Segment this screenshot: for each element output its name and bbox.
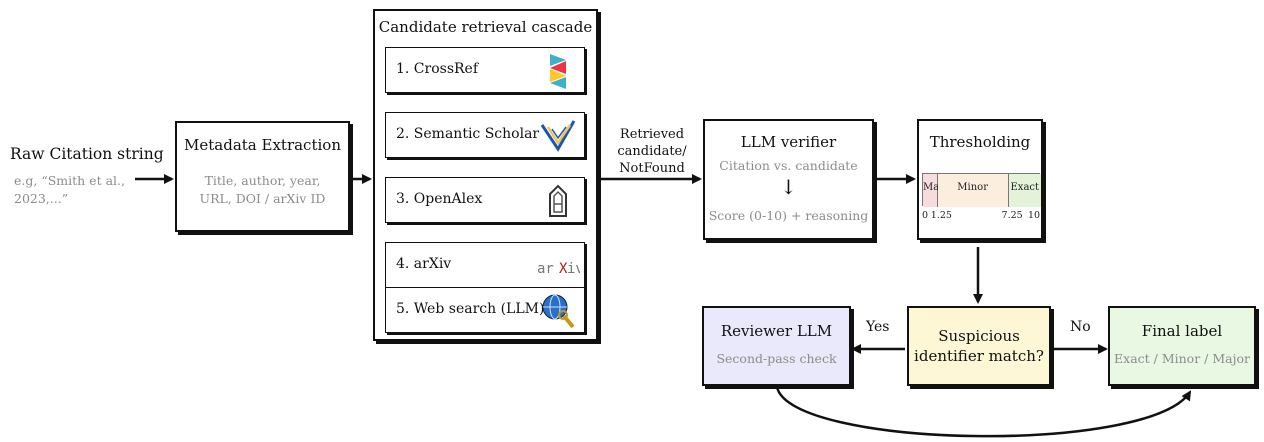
- edge-label-no: No: [1070, 319, 1091, 335]
- llm-verifier-title: LLM verifier: [740, 133, 837, 151]
- arxiv-icon: ar X iv: [537, 261, 580, 277]
- cascade-item-arxiv: 4. arXiv ar X iv: [385, 242, 585, 288]
- llm-verifier-score: Score (0-10) + reasoning: [708, 208, 869, 223]
- crossref-icon: [550, 54, 566, 89]
- threshold-tick-label: 10: [1028, 210, 1041, 221]
- raw-citation-example: e.g, “Smith et al., 2023,...”: [14, 173, 125, 206]
- threshold-segment-exact: Exact: [1008, 174, 1041, 207]
- reviewer-llm-box: Reviewer LLM Second-pass check: [702, 306, 851, 386]
- edge-label-yes: Yes: [866, 319, 890, 335]
- cascade-item-semantic-scholar: 2. Semantic Scholar: [385, 112, 585, 158]
- threshold-scale: MajorMinorExact 01.25 7.25 10: [922, 173, 1041, 233]
- retrieval-cascade-box: Candidate retrieval cascade 1. CrossRef …: [373, 9, 598, 341]
- down-arrow-icon: ↓: [780, 175, 797, 199]
- svg-text:ar: ar: [537, 261, 554, 277]
- cascade-item-label: 1. CrossRef: [396, 61, 479, 77]
- llm-verifier-box: LLM verifier Citation vs. candidate ↓ Sc…: [703, 119, 874, 240]
- reviewer-llm-title: Reviewer LLM: [720, 322, 833, 340]
- reviewer-llm-detail: Second-pass check: [716, 351, 837, 366]
- cascade-item-openalex: 3. OpenAlex: [385, 177, 585, 223]
- threshold-tick-label: 7.25: [1001, 210, 1023, 221]
- thresholding-title: Thresholding: [929, 133, 1031, 151]
- cascade-item-label: 3. OpenAlex: [396, 191, 483, 207]
- retrieval-cascade-title: Candidate retrieval cascade: [378, 18, 593, 36]
- suspicious-match-box: Suspicious identifier match?: [907, 306, 1051, 386]
- threshold-segment-major: Major: [923, 174, 953, 207]
- arrow-reviewer-to-final: [775, 386, 1192, 438]
- metadata-extraction-box: Metadata Extraction Title, author, year,…: [175, 121, 350, 232]
- semantic-scholar-icon: [540, 120, 576, 152]
- suspicious-match-line1: Suspicious: [938, 327, 1020, 345]
- cascade-item-label: 5. Web search (LLM): [396, 301, 545, 317]
- threshold-tick-label: 0: [922, 210, 929, 221]
- suspicious-match-line2: identifier match?: [914, 347, 1044, 365]
- threshold-tick-label: 1.25: [930, 210, 952, 221]
- llm-verifier-detail: Citation vs. candidate: [719, 158, 858, 173]
- cascade-item-web-search: 5. Web search (LLM): [385, 287, 585, 333]
- cascade-item-label: 4. arXiv: [396, 256, 452, 272]
- metadata-extraction-detail: Title, author, year, URL, DOI / arXiv ID: [199, 173, 326, 206]
- openalex-icon: [549, 184, 567, 217]
- final-label-box: Final label Exact / Minor / Major: [1108, 306, 1256, 386]
- edge-label-line: candidate/: [617, 144, 687, 159]
- edge-label-retrieved: Retrieved candidate/ NotFound: [612, 126, 692, 177]
- web-search-icon: [542, 294, 575, 329]
- metadata-extraction-title: Metadata Extraction: [184, 136, 341, 154]
- thresholding-box: Thresholding MajorMinorExact 01.25 7.25 10: [917, 119, 1043, 240]
- raw-citation-label: Raw Citation string: [10, 145, 164, 163]
- svg-text:X: X: [559, 261, 568, 277]
- cascade-item-crossref: 1. CrossRef: [385, 47, 585, 93]
- final-label-detail: Exact / Minor / Major: [1114, 351, 1250, 366]
- svg-text:iv: iv: [567, 261, 580, 277]
- edge-label-line: NotFound: [619, 161, 685, 176]
- edge-label-line: Retrieved: [619, 127, 685, 142]
- threshold-bar: MajorMinorExact: [922, 173, 1041, 207]
- threshold-segment-minor: Minor: [937, 174, 1009, 207]
- final-label-title: Final label: [1141, 322, 1223, 340]
- cascade-item-label: 2. Semantic Scholar: [396, 126, 540, 142]
